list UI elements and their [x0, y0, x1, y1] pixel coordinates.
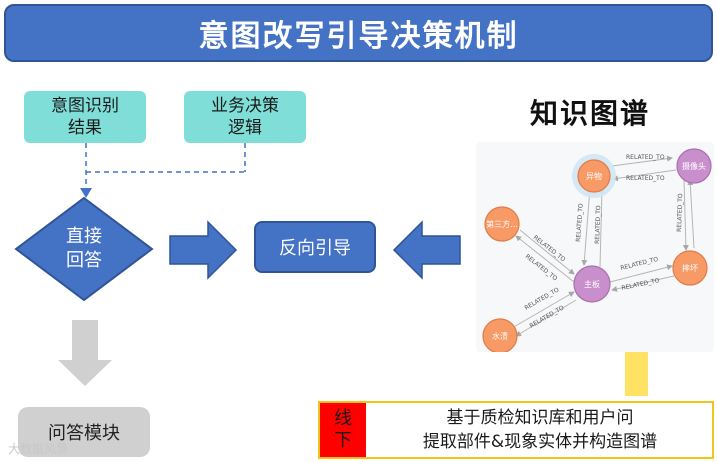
node-damage [672, 250, 708, 286]
node-damage-label: 摔坏 [682, 263, 698, 273]
intent-result-box: 意图识别 结果 [24, 91, 146, 143]
qa-module-box: 问答模块 [18, 407, 150, 457]
dashed-arrow-head [80, 188, 92, 198]
intent-result-line1: 意图识别 [51, 96, 119, 116]
right-arrow [169, 220, 238, 280]
node-mainboard [573, 265, 611, 303]
edge-label-1: RELATED_TO [626, 154, 665, 161]
offline-tag-line2: 下 [334, 430, 352, 451]
reverse-guide-box: 反向引导 [254, 221, 376, 273]
business-logic-line1: 业务决策 [211, 96, 279, 116]
node-mainboard-label: 主板 [584, 279, 600, 289]
knowledge-graph: RELATED_TO RELATED_TO RELATED_TO RELATED… [482, 148, 712, 352]
offline-line2: 提取部件&现象实体并构造图谱 [422, 432, 658, 452]
intent-result-line2: 结果 [68, 118, 102, 138]
down-arrow [58, 320, 112, 386]
node-third [484, 206, 520, 242]
node-yiwu-label: 异物 [586, 171, 602, 181]
edge-mainboard-water [515, 299, 577, 337]
business-logic-line2: 逻辑 [228, 118, 262, 138]
offline-line1: 基于质检知识库和用户问 [446, 408, 634, 428]
node-water-label: 水渍 [492, 331, 508, 341]
node-third-label: 第三方... [486, 219, 518, 229]
edge-mainboard-third [515, 235, 575, 283]
page-title: 意图改写引导决策机制 [4, 4, 713, 62]
edge-damage-camera [687, 179, 695, 249]
edge-yiwu-camera [611, 155, 673, 167]
node-water [482, 318, 518, 352]
node-camera-label: 摄像头 [682, 161, 706, 171]
edge-label-2: RELATED_TO [626, 175, 665, 182]
edge-damage-mainboard [611, 275, 675, 292]
edge-third-mainboard [519, 229, 575, 275]
watermark-text: 大数据风景 [8, 442, 69, 456]
offline-box: 线 下 基于质检知识库和用户问 提取部件&现象实体并构造图谱 [318, 401, 714, 459]
direct-answer-line2: 回答 [66, 250, 102, 271]
edge-label-4: RELATED_TO [594, 205, 602, 244]
edge-water-mainboard [511, 291, 575, 329]
node-yiwu [577, 159, 611, 193]
business-logic-box: 业务决策 逻辑 [184, 91, 306, 143]
kg-nodes: 异物 摄像头 第三方... 主板 摔坏 水渍 [482, 148, 712, 352]
edge-camera-damage [682, 179, 689, 251]
edge-label-3: RELATED_TO [575, 203, 585, 242]
direct-answer-diamond [14, 196, 154, 302]
offline-tag: 线 下 [320, 403, 366, 457]
edge-yiwu-mainboard [581, 187, 591, 266]
edge-mainboard-yiwu [598, 187, 605, 268]
offline-tag-line1: 线 [334, 408, 352, 429]
edge-label-5: RELATED_TO [676, 193, 684, 232]
direct-answer-label: 直接 回答 [44, 219, 124, 279]
edge-camera-yiwu [612, 169, 677, 182]
offline-description: 基于质检知识库和用户问 提取部件&现象实体并构造图谱 [368, 403, 712, 457]
node-camera [676, 148, 712, 184]
edge-mainboard-damage [609, 264, 673, 283]
left-arrow [392, 220, 461, 280]
kg-title: 知识图谱 [530, 97, 651, 130]
edge-label-8: RELATED_TO [620, 256, 659, 272]
edge-label-9: RELATED_TO [621, 277, 660, 292]
direct-answer-line1: 直接 [66, 226, 102, 247]
